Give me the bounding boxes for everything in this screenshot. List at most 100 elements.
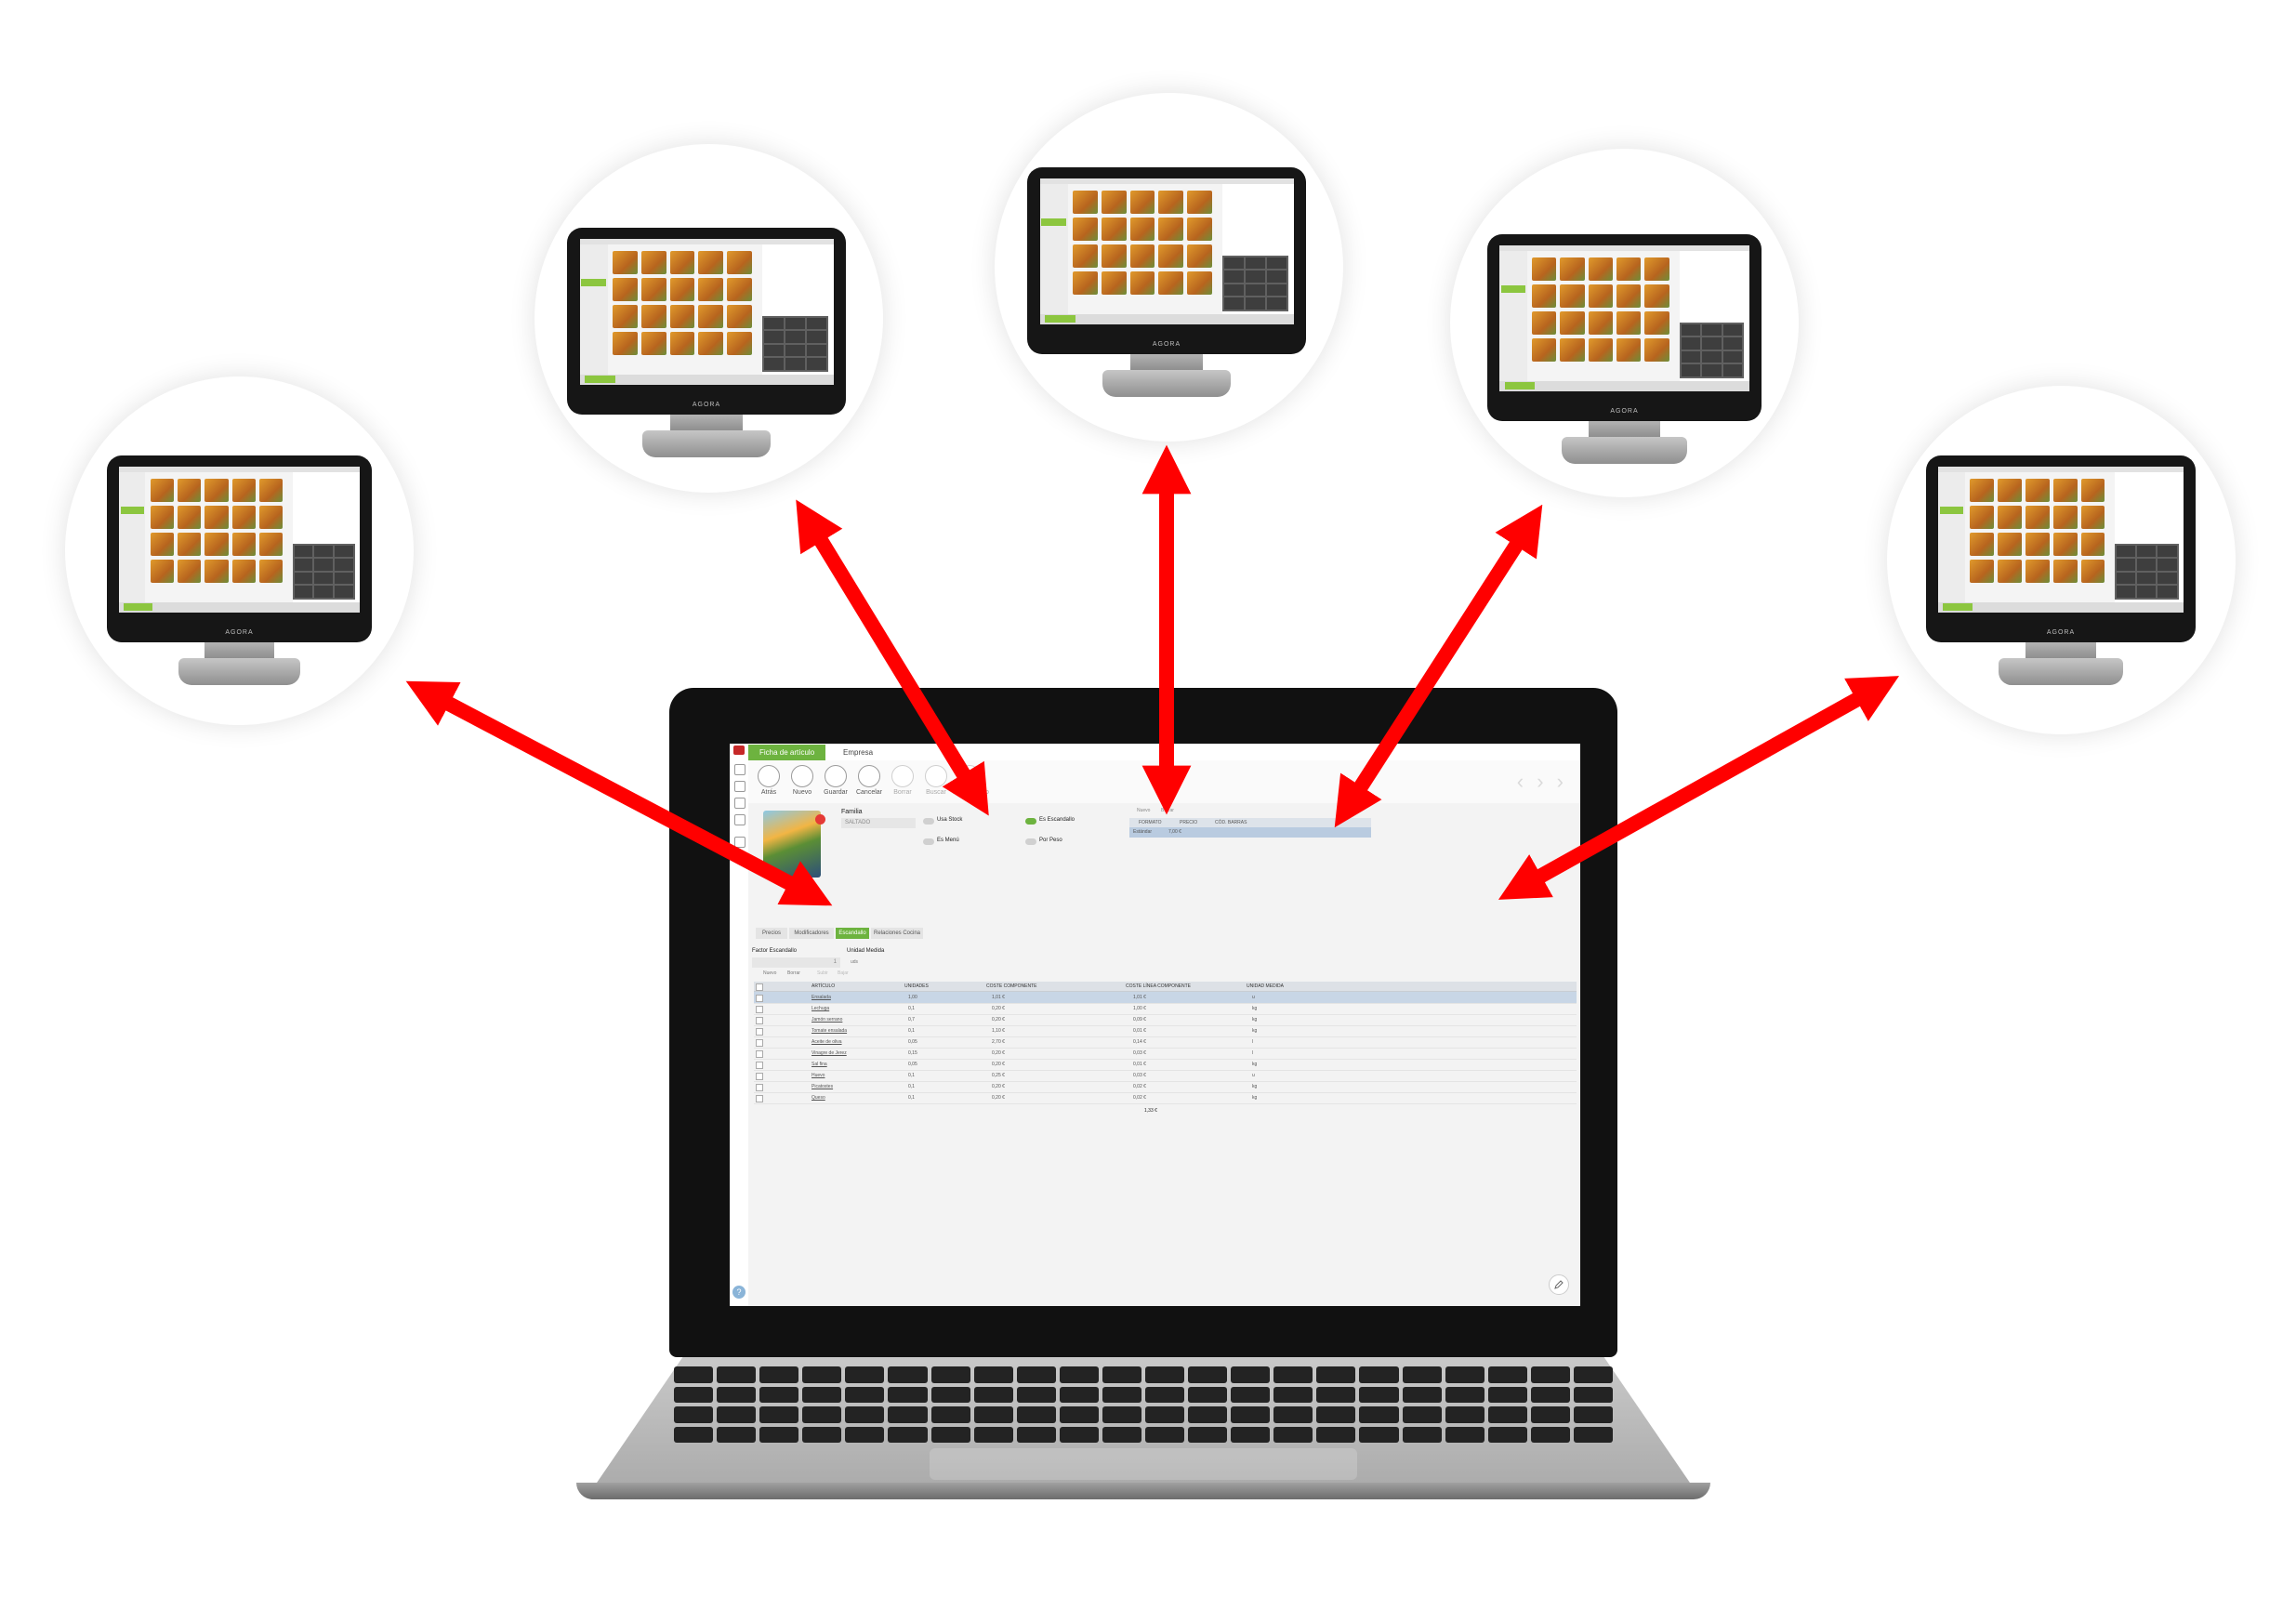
format-new-button[interactable]: Nuevo <box>1137 808 1151 813</box>
table-cell: Ensalada <box>812 995 831 1000</box>
table-cell: Tomate ensalada <box>812 1028 848 1034</box>
table-row[interactable]: Lechuga 0,1 0,20 € 1,00 € kg <box>754 1003 1577 1015</box>
search-button[interactable]: Buscar <box>919 765 953 802</box>
format-table-row[interactable]: Estándar 7,00 € <box>1129 827 1371 838</box>
table-cell: 0,20 € <box>992 1095 1005 1101</box>
es-menu-toggle[interactable] <box>923 838 934 845</box>
table-cell: 0,03 € <box>1133 1050 1146 1056</box>
row-checkbox[interactable] <box>756 1006 763 1013</box>
table-cell: Jamón serrano <box>812 1017 843 1023</box>
es-escandallo-toggle[interactable] <box>1025 818 1036 825</box>
edit-pencil-button[interactable] <box>1549 1274 1569 1295</box>
settings-icon[interactable] <box>734 814 746 825</box>
row-checkbox[interactable] <box>756 1084 763 1091</box>
table-header: ARTÍCULO UNIDADES COSTE COMPONENTE COSTE… <box>754 982 1577 992</box>
list-down-button[interactable]: Bajar <box>838 970 849 976</box>
subtab-escandallo[interactable]: Escandallo <box>836 928 869 939</box>
nav-arrows[interactable]: ‹ › › <box>1516 770 1567 793</box>
row-checkbox[interactable] <box>756 1017 763 1024</box>
table-cell: 0,14 € <box>1133 1039 1146 1045</box>
product-image[interactable] <box>763 811 821 878</box>
new-button[interactable]: Nuevo <box>785 765 819 802</box>
pos-terminal: AGORA <box>1926 455 2196 686</box>
row-checkbox[interactable] <box>756 1050 763 1058</box>
pos-brand-label: AGORA <box>225 628 254 636</box>
table-cell: Lechuga <box>812 1006 830 1011</box>
link-icon <box>958 765 981 787</box>
pos-brand-label: AGORA <box>1152 340 1181 348</box>
table-cell: u <box>1252 1073 1255 1078</box>
table-cell: 0,20 € <box>992 1017 1005 1023</box>
row-checkbox[interactable] <box>756 1062 763 1069</box>
pos-terminal: AGORA <box>1487 234 1762 465</box>
unit-value[interactable]: uds <box>851 959 859 965</box>
table-cell: kg <box>1252 1017 1258 1023</box>
table-cell: Picatostes <box>812 1084 834 1089</box>
subtab-modificadores[interactable]: Modificadores <box>789 928 834 939</box>
pos-circle-2: AGORA <box>534 144 883 493</box>
related-button[interactable]: Relacionado <box>953 765 989 802</box>
laptop-screen: ? Ficha de artículo Empresa Atrás Nuevo … <box>730 744 1580 1306</box>
row-checkbox[interactable] <box>756 1028 763 1036</box>
row-checkbox[interactable] <box>756 1073 763 1080</box>
home-icon[interactable] <box>734 764 746 775</box>
table-cell: kg <box>1252 1095 1258 1101</box>
table-cell: Sal fina <box>812 1062 827 1067</box>
select-all-checkbox[interactable] <box>756 983 763 991</box>
printer-icon[interactable] <box>734 837 746 848</box>
factor-field[interactable]: 1 <box>752 957 840 968</box>
es-menu-label: Es Menú <box>937 838 959 843</box>
use-stock-toggle[interactable] <box>923 818 934 825</box>
por-peso-label: Por Peso <box>1039 838 1062 843</box>
tab-empresa[interactable]: Empresa <box>843 748 874 757</box>
pos-brand-label: AGORA <box>692 401 721 408</box>
delete-button[interactable]: Borrar <box>886 765 919 802</box>
table-cell: Vinagre de Jerez <box>812 1050 847 1056</box>
pos-terminal: AGORA <box>107 455 372 686</box>
row-checkbox[interactable] <box>756 1095 763 1102</box>
table-cell: 0,20 € <box>992 1084 1005 1089</box>
list-new-button[interactable]: Nuevo <box>763 970 777 976</box>
table-cell: 1,00 € <box>1133 1006 1146 1011</box>
cancel-button[interactable]: Cancelar <box>852 765 886 802</box>
save-button[interactable]: Guardar <box>819 765 852 802</box>
tab-ficha-articulo[interactable]: Ficha de artículo <box>748 745 826 760</box>
back-icon <box>758 765 780 787</box>
table-cell: 0,20 € <box>992 1050 1005 1056</box>
format-table-header: FORMATO PRECIO CÓD. BARRAS <box>1129 818 1371 827</box>
remove-image-icon[interactable] <box>815 814 825 825</box>
list-delete-button[interactable]: Borrar <box>787 970 800 976</box>
table-cell: 0,20 € <box>992 1006 1005 1011</box>
tag-icon[interactable] <box>734 781 746 792</box>
row-checkbox[interactable] <box>756 995 763 1002</box>
subtab-relaciones-cocina[interactable]: Relaciones Cocina <box>871 928 923 939</box>
pos-brand-label: AGORA <box>2046 628 2076 636</box>
table-cell: 0,1 <box>908 1006 915 1011</box>
help-button[interactable]: ? <box>732 1286 746 1299</box>
chart-icon[interactable] <box>734 798 746 809</box>
family-field[interactable]: SALTADO <box>841 818 916 828</box>
table-cell: 0,1 <box>908 1073 915 1078</box>
pos-circle-4: AGORA <box>1450 149 1799 497</box>
pos-circle-1: AGORA <box>65 376 414 725</box>
list-up-button[interactable]: Subir <box>817 970 828 976</box>
table-cell: 0,02 € <box>1133 1084 1146 1089</box>
new-icon <box>791 765 813 787</box>
app-sidebar: ? <box>730 744 749 1306</box>
back-button[interactable]: Atrás <box>752 765 785 802</box>
subtab-precios[interactable]: Precios <box>756 928 787 939</box>
table-cell: kg <box>1252 1028 1258 1034</box>
table-cell: kg <box>1252 1006 1258 1011</box>
por-peso-toggle[interactable] <box>1025 838 1036 845</box>
format-delete-button[interactable]: Borrar <box>1161 808 1174 813</box>
row-checkbox[interactable] <box>756 1039 763 1047</box>
